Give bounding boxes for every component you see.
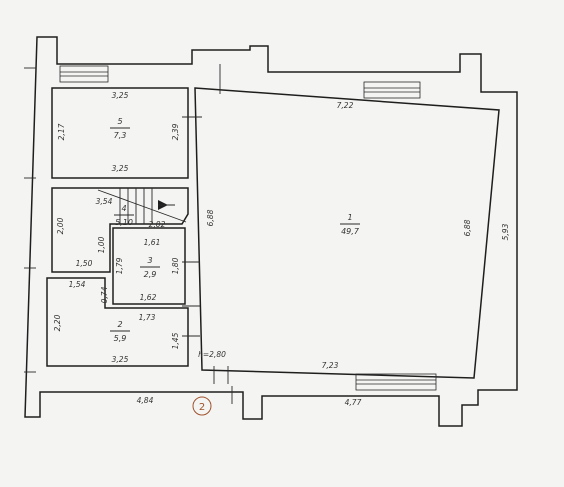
svg-text:1,79: 1,79 bbox=[115, 257, 124, 274]
svg-text:2,17: 2,17 bbox=[57, 123, 66, 140]
svg-text:5: 5 bbox=[117, 117, 122, 126]
outer-wall bbox=[24, 36, 518, 427]
window-bottom bbox=[355, 373, 437, 391]
room-5-outline bbox=[51, 87, 189, 179]
svg-text:2,02: 2,02 bbox=[149, 220, 166, 229]
room-2-outline bbox=[46, 277, 189, 367]
svg-text:5,10: 5,10 bbox=[115, 218, 133, 227]
svg-text:7,23: 7,23 bbox=[322, 361, 339, 370]
svg-text:6,88: 6,88 bbox=[463, 219, 472, 236]
svg-text:1,62: 1,62 bbox=[140, 293, 157, 302]
svg-text:1: 1 bbox=[347, 213, 352, 222]
staircase bbox=[97, 188, 187, 224]
room-label-5: 5 7,3 bbox=[110, 117, 130, 140]
svg-text:2,20: 2,20 bbox=[53, 314, 62, 331]
svg-text:3,25: 3,25 bbox=[112, 91, 129, 100]
svg-text:3,25: 3,25 bbox=[112, 355, 129, 364]
svg-text:2: 2 bbox=[117, 320, 122, 329]
svg-text:1,45: 1,45 bbox=[171, 332, 180, 349]
axis-marker: 2 bbox=[192, 396, 212, 416]
svg-text:1,73: 1,73 bbox=[139, 313, 156, 322]
svg-text:6,88: 6,88 bbox=[206, 209, 215, 226]
ceiling-height-label: h=2,80 bbox=[198, 350, 226, 359]
room-label-2: 2 5,9 bbox=[110, 320, 130, 343]
room-label-1: 1 49,7 bbox=[340, 213, 360, 236]
svg-text:2,9: 2,9 bbox=[144, 270, 157, 279]
room-label-4: 4 5,10 bbox=[114, 204, 134, 227]
svg-text:2,39: 2,39 bbox=[171, 123, 180, 140]
svg-text:49,7: 49,7 bbox=[341, 227, 360, 236]
room-label-3: 3 2,9 bbox=[140, 256, 160, 279]
window-top-right bbox=[363, 81, 421, 99]
svg-text:7,3: 7,3 bbox=[114, 131, 127, 140]
dimension-labels: 3,25 2,17 2,39 3,25 3,54 2,02 2,00 1,61 … bbox=[53, 91, 510, 407]
svg-text:5,93: 5,93 bbox=[501, 223, 510, 240]
svg-text:1,54: 1,54 bbox=[69, 280, 86, 289]
svg-text:5,9: 5,9 bbox=[114, 334, 127, 343]
svg-text:3: 3 bbox=[147, 256, 152, 265]
room-3-outline bbox=[112, 227, 186, 305]
svg-text:7,22: 7,22 bbox=[337, 101, 354, 110]
svg-text:1,50: 1,50 bbox=[76, 259, 93, 268]
window-top-left bbox=[59, 65, 109, 83]
svg-text:2: 2 bbox=[199, 402, 205, 413]
svg-text:1,61: 1,61 bbox=[144, 238, 161, 247]
svg-text:1,80: 1,80 bbox=[171, 257, 180, 274]
svg-text:3,54: 3,54 bbox=[96, 197, 113, 206]
room-4-outline bbox=[51, 187, 189, 273]
svg-text:2,00: 2,00 bbox=[56, 217, 65, 234]
svg-text:4,84: 4,84 bbox=[137, 396, 154, 405]
svg-text:0,74: 0,74 bbox=[100, 286, 109, 303]
dimension-ticks bbox=[24, 64, 233, 404]
svg-text:3,25: 3,25 bbox=[112, 164, 129, 173]
svg-text:1,00: 1,00 bbox=[97, 236, 106, 253]
svg-text:4: 4 bbox=[121, 204, 126, 213]
svg-text:4,77: 4,77 bbox=[345, 398, 362, 407]
room-1-outline bbox=[194, 87, 500, 379]
